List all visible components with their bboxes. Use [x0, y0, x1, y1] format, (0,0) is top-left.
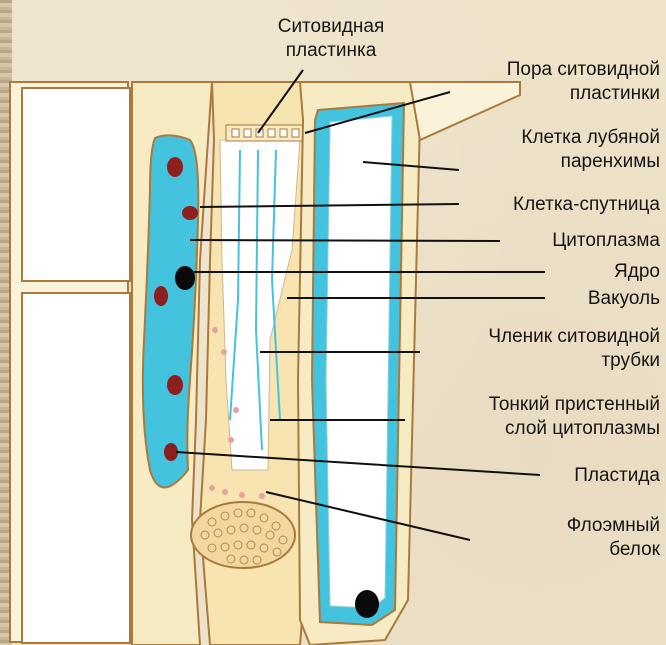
plastid-5 [164, 443, 178, 461]
label-plastid: Пластида [420, 464, 660, 488]
label-companion-cell: Клетка-спутница [420, 193, 660, 217]
plastid-4 [167, 375, 183, 395]
label-phloem-protein: Флоэмный белок [420, 514, 660, 562]
left-upper-cell [22, 88, 130, 281]
label-sieve-plate: Ситовидная пластинка [246, 15, 416, 63]
label-phloem-parenchyma-cell: Клетка лубяной паренхимы [420, 126, 660, 174]
nucleus [175, 266, 195, 290]
plastid-1 [167, 157, 183, 177]
left-lower-cell [22, 293, 130, 643]
plastid-2 [182, 206, 198, 220]
parenchyma-nucleus [355, 590, 379, 618]
label-thin-parietal-cytoplasm: Тонкий пристенный слой цитоплазмы [400, 393, 660, 441]
label-sieve-tube-member: Членик ситовидной трубки [410, 325, 660, 373]
label-cytoplasm: Цитоплазма [420, 229, 660, 253]
sieve-plate [226, 125, 306, 141]
plastid-3 [154, 286, 168, 306]
parenchyma-vacuole [326, 116, 392, 608]
label-sieve-plate-pore: Пора ситовидной пластинки [420, 58, 660, 106]
label-vacuole: Вакуоль [420, 287, 660, 311]
label-nucleus: Ядро [420, 260, 660, 284]
phloem-protein [191, 502, 295, 568]
